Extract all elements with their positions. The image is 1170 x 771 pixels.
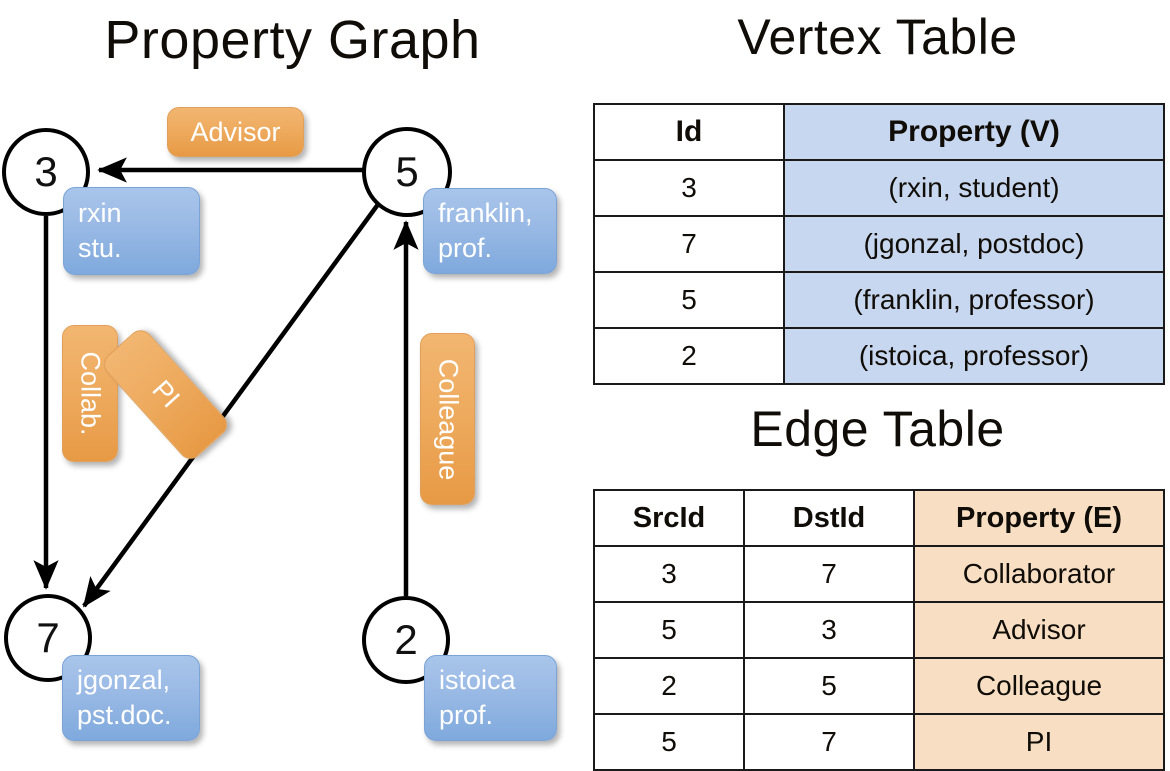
edge-label-colleague: Colleague xyxy=(420,333,475,505)
vertex-row-0-property: (rxin, student) xyxy=(783,159,1165,217)
edge-label-colleague-text: Colleague xyxy=(433,358,463,480)
edge-label-advisor: Advisor xyxy=(167,107,304,157)
graph-edges-layer xyxy=(33,157,419,608)
edge-table-header-dstid: DstId xyxy=(743,489,915,547)
edge-label-advisor-text: Advisor xyxy=(190,116,281,147)
vertex-property-7-line2: pst.doc. xyxy=(77,700,172,730)
edge-row-1-src: 5 xyxy=(593,601,745,659)
graph-node-2[interactable]: 2 xyxy=(362,596,450,684)
edge-row-1-property: Advisor xyxy=(913,601,1165,659)
vertex-table: Id Property (V) 3 (rxin, student) 7 (jgo… xyxy=(593,103,1165,385)
edge-row-2-property: Colleague xyxy=(913,657,1165,715)
edge-label-collab: Collab. xyxy=(62,325,118,462)
property-graph-diagram: 3 5 7 2 rxin stu. franklin, prof. jgonza… xyxy=(0,0,585,760)
edge-row-0-property: Collaborator xyxy=(913,545,1165,603)
table-row: 3 (rxin, student) xyxy=(593,159,1165,217)
graph-node-5[interactable]: 5 xyxy=(362,127,452,217)
vertex-row-0-id: 3 xyxy=(593,159,785,217)
edge-row-2-dst: 5 xyxy=(743,657,915,715)
vertex-property-3-line2: stu. xyxy=(78,233,122,263)
edge-table-header-property: Property (E) xyxy=(913,489,1165,547)
vertex-row-1-id: 7 xyxy=(593,215,785,273)
vertex-property-box-5: franklin, prof. xyxy=(423,188,557,274)
vertex-property-2-line1: istoica xyxy=(439,665,516,695)
vertex-property-2-line2: prof. xyxy=(439,700,494,730)
vertex-property-box-2: istoica prof. xyxy=(424,655,557,741)
vertex-property-box-3: rxin stu. xyxy=(63,187,200,275)
vertex-property-5-line1: franklin, xyxy=(438,198,533,228)
table-row: 7 (jgonzal, postdoc) xyxy=(593,215,1165,273)
vertex-property-5-line2: prof. xyxy=(438,233,493,263)
edge-row-2-src: 2 xyxy=(593,657,745,715)
vertex-property-3-line1: rxin xyxy=(78,198,122,228)
edge-row-0-dst: 7 xyxy=(743,545,915,603)
edge-row-0-src: 3 xyxy=(593,545,745,603)
table-row: 5 3 Advisor xyxy=(593,601,1165,659)
vertex-table-header-id: Id xyxy=(593,103,785,161)
table-row: 5 (franklin, professor) xyxy=(593,271,1165,329)
table-row: 5 7 PI xyxy=(593,713,1165,771)
edge-table-header-row: SrcId DstId Property (E) xyxy=(593,489,1165,547)
vertex-table-header-row: Id Property (V) xyxy=(593,103,1165,161)
edge-label-pi-text: PI xyxy=(146,374,186,414)
vertex-row-3-property: (istoica, professor) xyxy=(783,327,1165,385)
page-title-vertex-table: Vertex Table xyxy=(737,9,1018,65)
page-title-property-graph: Property Graph xyxy=(104,10,481,70)
table-row: 2 5 Colleague xyxy=(593,657,1165,715)
vertex-row-1-property: (jgonzal, postdoc) xyxy=(783,215,1165,273)
edge-row-1-dst: 3 xyxy=(743,601,915,659)
vertex-property-box-7: jgonzal, pst.doc. xyxy=(62,655,200,741)
table-row: 3 7 Collaborator xyxy=(593,545,1165,603)
vertex-row-3-id: 2 xyxy=(593,327,785,385)
edge-label-collab-text: Collab. xyxy=(75,351,106,436)
table-row: 2 (istoica, professor) xyxy=(593,327,1165,385)
edge-5-to-7-pi xyxy=(82,201,381,608)
vertex-property-7-line1: jgonzal, xyxy=(77,665,171,695)
vertex-row-2-id: 5 xyxy=(593,271,785,329)
edge-table-header-srcid: SrcId xyxy=(593,489,745,547)
vertex-row-2-property: (franklin, professor) xyxy=(783,271,1165,329)
page-title-edge-table: Edge Table xyxy=(750,401,1005,457)
edge-row-3-src: 5 xyxy=(593,713,745,771)
edge-table: SrcId DstId Property (E) 3 7 Collaborato… xyxy=(593,489,1165,771)
vertex-table-header-property: Property (V) xyxy=(783,103,1165,161)
edge-row-3-property: PI xyxy=(913,713,1165,771)
edge-row-3-dst: 7 xyxy=(743,713,915,771)
